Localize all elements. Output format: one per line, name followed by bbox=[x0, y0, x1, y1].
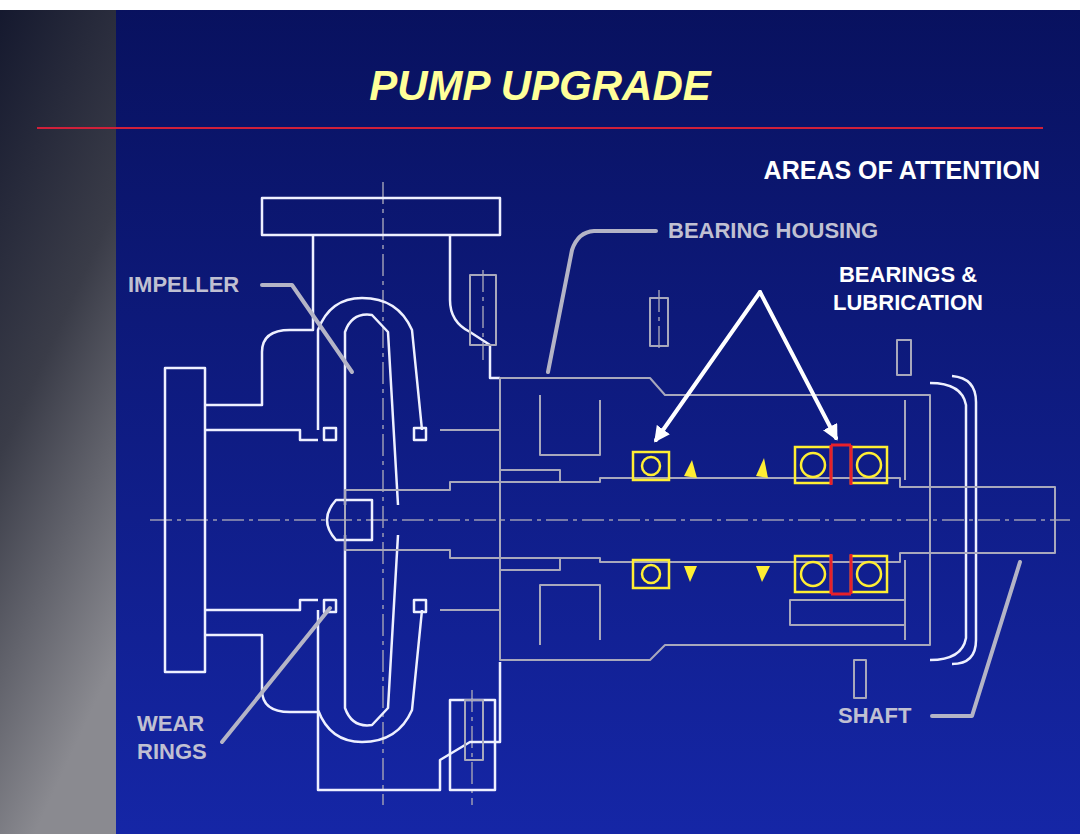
housing-bore bbox=[540, 395, 600, 455]
impeller-vane bbox=[345, 535, 398, 725]
bearing bbox=[795, 447, 831, 483]
bearing bbox=[795, 556, 831, 592]
oil-reservoir bbox=[790, 600, 905, 625]
impeller-nut bbox=[327, 500, 372, 540]
oil-flinger bbox=[756, 458, 768, 478]
end-cover bbox=[904, 400, 906, 640]
part-label: BEARING HOUSING bbox=[668, 217, 878, 245]
bolt bbox=[854, 660, 866, 698]
leader-line bbox=[222, 608, 330, 742]
centerline bbox=[150, 519, 1070, 521]
bearing-spacer bbox=[831, 554, 851, 594]
slide-title: PUMP UPGRADE bbox=[0, 60, 1080, 113]
housing-bore bbox=[540, 585, 600, 645]
coupling-guard bbox=[952, 376, 976, 664]
bearing-ball bbox=[801, 562, 825, 586]
pointer-arrow bbox=[656, 292, 760, 440]
suction-bore bbox=[205, 600, 318, 610]
bearing-ball bbox=[642, 565, 660, 583]
side-band bbox=[0, 0, 116, 834]
title-rule bbox=[37, 127, 1043, 129]
oil-flinger bbox=[684, 566, 697, 582]
bearing bbox=[851, 447, 887, 483]
bearing-ball bbox=[642, 457, 660, 475]
volute-inner bbox=[318, 610, 422, 742]
centerline bbox=[471, 690, 473, 805]
bearing bbox=[633, 452, 669, 480]
suction-flange bbox=[165, 368, 205, 672]
suction-bore bbox=[205, 430, 318, 440]
bearing bbox=[633, 560, 669, 588]
part-label: SHAFT bbox=[838, 702, 911, 730]
seal-chamber bbox=[440, 430, 560, 482]
section-heading: AREAS OF ATTENTION bbox=[764, 155, 1040, 186]
bearing-ball bbox=[857, 562, 881, 586]
impeller-vane bbox=[345, 315, 398, 505]
bearing bbox=[851, 556, 887, 592]
gland bbox=[470, 275, 496, 345]
leader-line bbox=[548, 231, 656, 372]
leader-line bbox=[262, 285, 352, 372]
wear-ring bbox=[324, 428, 336, 440]
oil-flinger bbox=[756, 566, 770, 582]
leader-line bbox=[932, 562, 1020, 716]
discharge-flange bbox=[262, 198, 500, 235]
bearing-housing bbox=[500, 378, 930, 660]
wear-ring bbox=[414, 428, 426, 440]
casing-outline bbox=[205, 635, 500, 790]
bearing-spacer bbox=[831, 445, 851, 485]
drain bbox=[465, 700, 483, 760]
casing-outline bbox=[205, 235, 313, 405]
pump-foot bbox=[450, 700, 495, 790]
wear-ring bbox=[414, 600, 426, 612]
coupling-guard bbox=[930, 383, 966, 660]
bolt bbox=[897, 340, 911, 375]
shaft bbox=[345, 478, 1055, 562]
centerline bbox=[482, 270, 484, 360]
part-label: BEARINGS & LUBRICATION bbox=[822, 261, 994, 316]
top-strip bbox=[0, 0, 1080, 10]
oil-flinger bbox=[684, 460, 697, 478]
volute-inner bbox=[318, 298, 422, 430]
casing-outline bbox=[450, 235, 500, 378]
bearing-ball bbox=[801, 453, 825, 477]
part-label: IMPELLER bbox=[128, 271, 239, 299]
bearing-ball bbox=[857, 453, 881, 477]
part-label: WEAR RINGS bbox=[137, 710, 237, 765]
seal-chamber bbox=[440, 558, 560, 610]
bolt bbox=[650, 298, 668, 346]
pointer-arrow bbox=[760, 292, 836, 438]
